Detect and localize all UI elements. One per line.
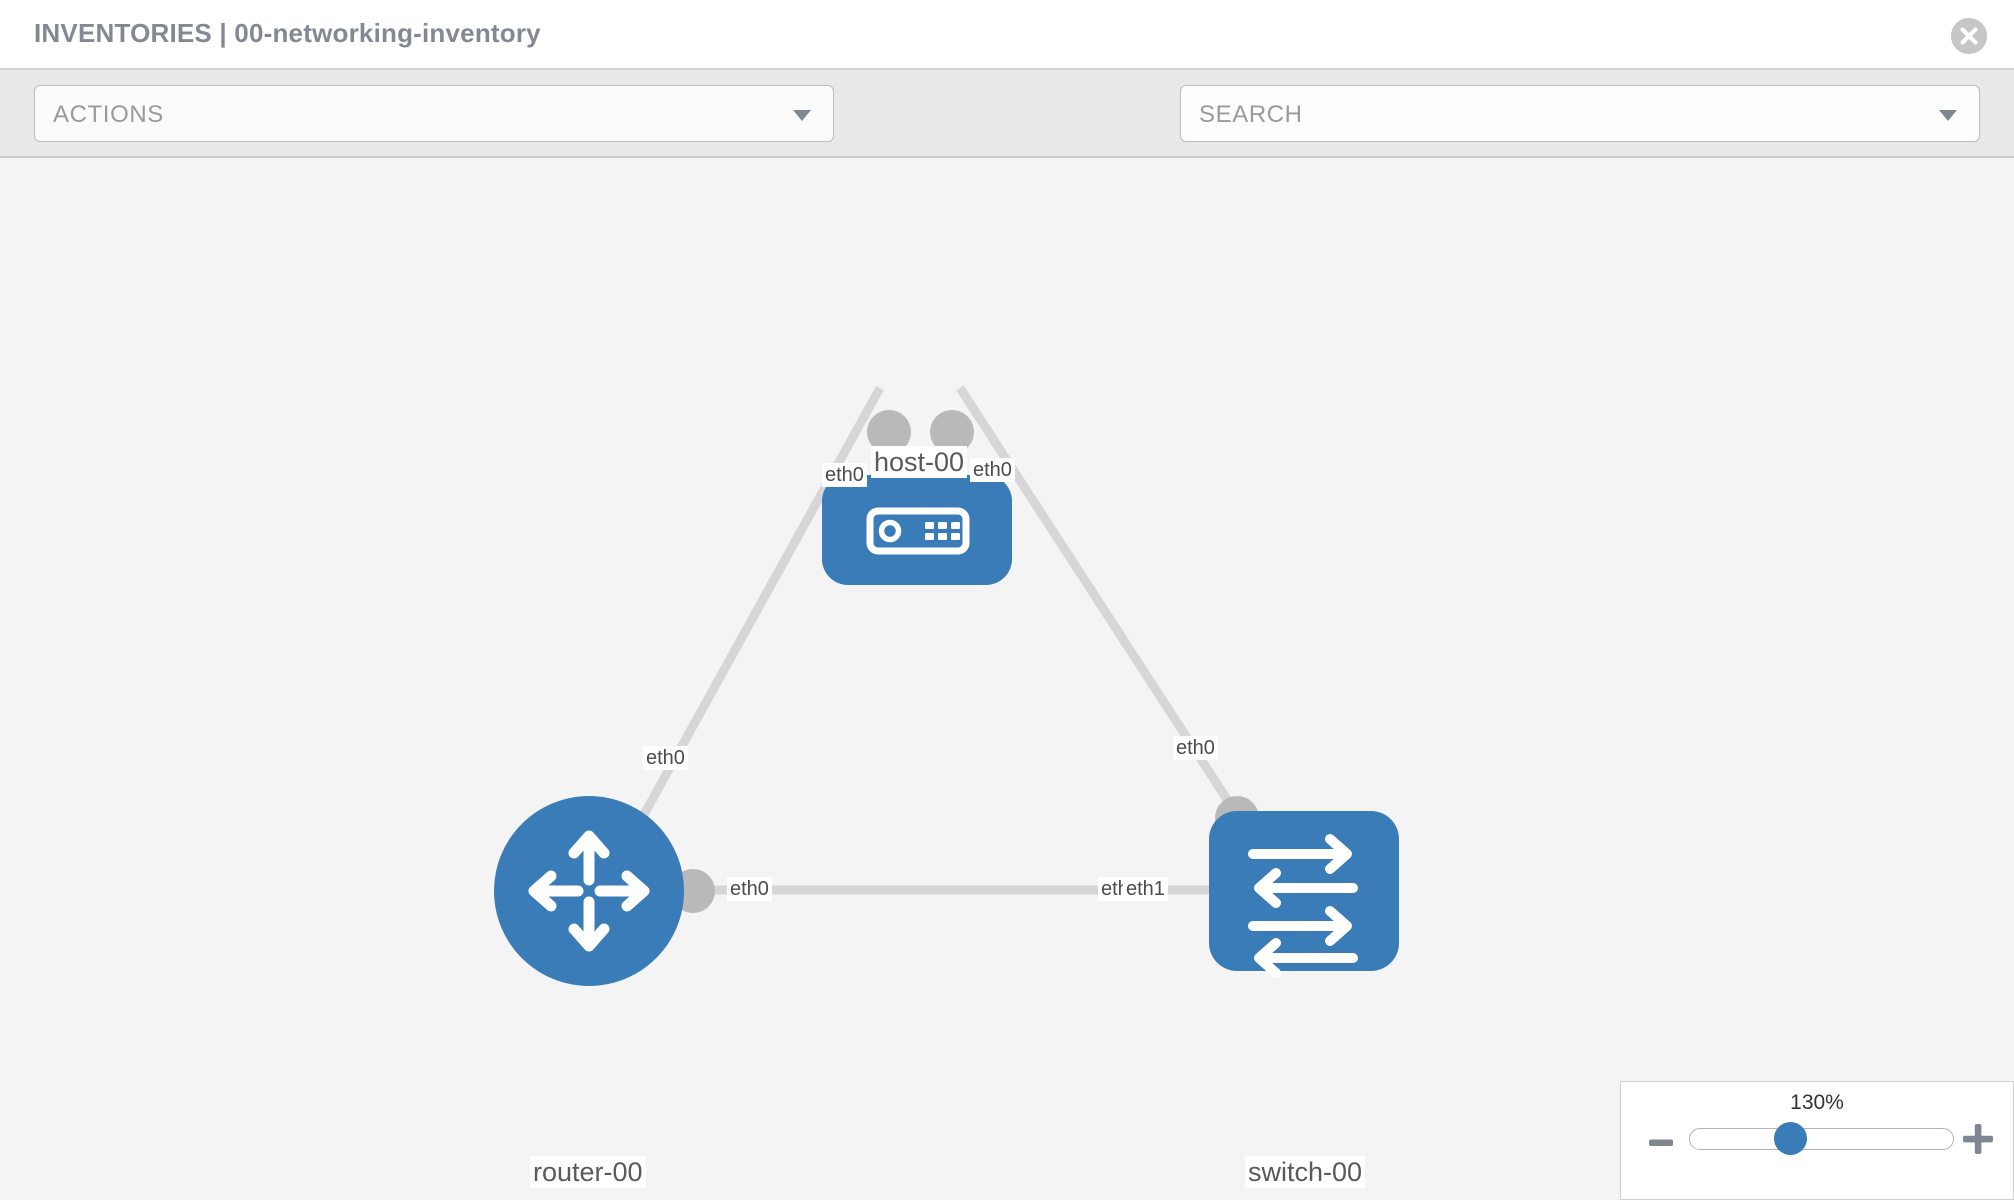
chevron-down-icon [793,110,811,121]
chevron-down-icon[interactable] [1939,110,1957,121]
node-host-00[interactable] [822,475,1012,585]
topology-canvas[interactable]: eth0 host-00 eth0 eth0 eth0 eth0 eth eth… [0,158,2014,1200]
close-icon[interactable] [1951,18,1987,54]
endpoint-host00-eth0-right[interactable] [930,410,974,454]
minus-icon[interactable] [1648,1130,1674,1161]
iface-label-host00-eth0-right: eth0 [970,458,1015,483]
iface-label-router00-eth0-mid: eth0 [727,877,772,902]
router-arrows-icon [528,830,650,952]
node-label-host-00: host-00 [871,446,968,479]
iface-label-switch00-eth0-up: eth0 [1173,736,1218,761]
plus-icon[interactable] [1961,1122,1995,1161]
topology-graph [494,385,1399,986]
iface-label-host00-eth0-left: eth0 [822,463,867,488]
iface-label-router00-eth0-up: eth0 [643,746,688,771]
switch-arrows-icon [1248,834,1358,978]
actions-dropdown[interactable]: ACTIONS [34,85,834,142]
zoom-level-label: 130% [1790,1091,1844,1114]
actions-dropdown-label: ACTIONS [53,101,164,128]
node-label-router-00: router-00 [530,1156,646,1189]
zoom-slider-thumb[interactable] [1774,1122,1807,1155]
page-title: INVENTORIES | 00-networking-inventory [34,18,541,48]
endpoint-host00-eth0-left[interactable] [867,410,911,454]
link-host00-router00[interactable] [606,385,884,879]
node-router-00-shape[interactable] [494,796,684,986]
search-input[interactable]: SEARCH [1180,85,1980,142]
zoom-slider[interactable] [1689,1128,1954,1150]
node-label-switch-00: switch-00 [1245,1156,1366,1189]
node-host-00-shape[interactable] [822,475,1012,585]
search-input-value: SEARCH [1199,101,1303,128]
server-device-icon [866,507,970,555]
page-header: INVENTORIES | 00-networking-inventory [0,0,2014,70]
node-switch-00[interactable] [1209,811,1399,978]
zoom-panel: 130% [1620,1081,2014,1200]
node-router-00[interactable] [494,796,684,986]
iface-label-switch00-eth1: eth1 [1123,877,1168,902]
toolbar: ACTIONS SEARCH [0,70,2014,194]
